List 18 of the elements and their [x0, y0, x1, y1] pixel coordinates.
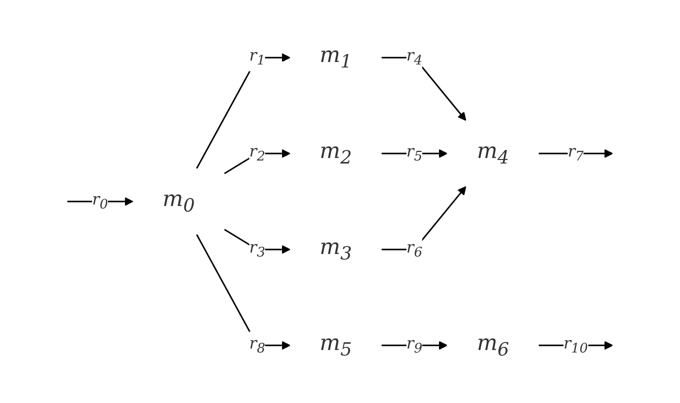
node-text: m$_{6}$: [476, 331, 510, 360]
edge-label: r$_{9}$: [406, 333, 422, 356]
edge-label: r$_{0}$: [92, 190, 108, 212]
edge-label: r$_{4}$: [406, 46, 422, 69]
edge-label: r$_{6}$: [406, 238, 422, 260]
node-text: m$_{1}$: [320, 43, 352, 72]
edge-label: r$_{3}$: [249, 238, 266, 260]
edge-label: r$_{10}$: [564, 333, 588, 356]
edge-label: r$_{1}$: [249, 46, 266, 69]
edge-label: r$_{7}$: [568, 142, 584, 165]
edge-label: r$_{5}$: [406, 142, 422, 165]
edge-label: r$_{8}$: [249, 333, 266, 356]
node-text: m$_{2}$: [320, 139, 352, 168]
node-text: m$_{3}$: [320, 235, 352, 264]
edge-label: r$_{2}$: [249, 142, 266, 165]
node-text: m$_{4}$: [476, 139, 510, 168]
node-text: m$_{0}$: [162, 187, 195, 216]
node-text: m$_{5}$: [320, 331, 352, 360]
